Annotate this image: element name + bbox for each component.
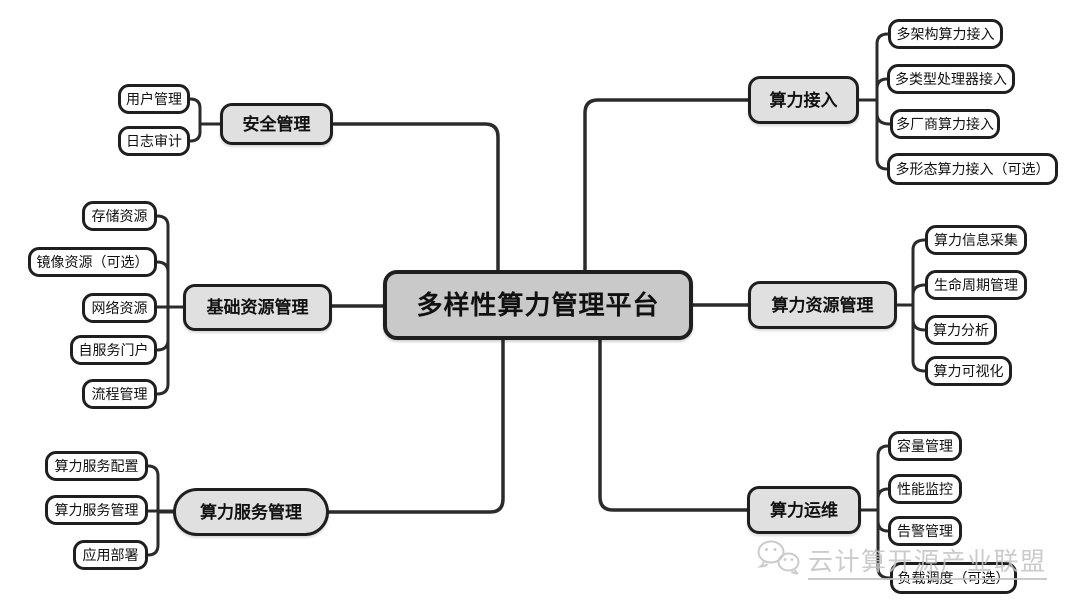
branch-node-security-management: 安全管理 [220, 103, 333, 145]
watermark-text: 云计算开源产业联盟 [808, 547, 1047, 580]
leaf-node-computing-service-config: 算力服务配置 [45, 451, 148, 481]
bracket-basic-resource [155, 214, 185, 396]
leaf-node-process-management: 流程管理 [82, 379, 157, 409]
leaf-node-image-resource-optional: 镜像资源（可选） [28, 247, 157, 277]
leaf-node-alert-management: 告警管理 [888, 516, 962, 546]
main-branch-lines [327, 98, 751, 514]
branch-node-computing-resource-management: 算力资源管理 [748, 281, 897, 329]
leaf-node-multi-arch-access: 多架构算力接入 [888, 19, 1003, 49]
bracket-computing-service [146, 464, 175, 557]
branch-node-computing-ops: 算力运维 [747, 486, 861, 534]
watermark: 云计算开源产业联盟 [756, 538, 1047, 580]
leaf-node-self-service-portal: 自服务门户 [70, 335, 157, 365]
bracket-security [188, 97, 222, 143]
leaf-node-app-deployment: 应用部署 [73, 540, 148, 570]
leaf-node-multi-form-access-optional: 多形态算力接入（可选） [887, 153, 1058, 185]
leaf-node-user-management: 用户管理 [118, 84, 190, 114]
branch-node-computing-service-management: 算力服务管理 [173, 488, 329, 536]
leaf-node-computing-service-management: 算力服务管理 [45, 495, 148, 525]
leaf-node-computing-visualization: 算力可视化 [925, 356, 1012, 386]
bracket-computing-ops [859, 444, 892, 580]
wechat-icon [756, 540, 800, 575]
leaf-node-network-resource: 网络资源 [82, 293, 157, 323]
central-topic: 多样性算力管理平台 [383, 270, 693, 340]
bracket-computing-access [857, 32, 892, 171]
leaf-node-capacity-management: 容量管理 [888, 431, 962, 461]
leaf-node-computing-info-collection: 算力信息采集 [925, 225, 1027, 255]
leaf-node-multi-vendor-access: 多厂商算力接入 [890, 109, 1000, 139]
leaf-node-multi-processor-access: 多类型处理器接入 [887, 64, 1015, 94]
bracket-computing-resource [895, 238, 927, 373]
branch-node-computing-access: 算力接入 [748, 76, 859, 124]
branch-node-basic-resource-management: 基础资源管理 [183, 284, 332, 331]
leaf-node-lifecycle-management: 生命周期管理 [925, 270, 1027, 300]
leaf-node-computing-analysis: 算力分析 [925, 315, 997, 345]
leaf-node-performance-monitoring: 性能监控 [888, 474, 962, 504]
leaf-node-storage-resource: 存储资源 [82, 201, 157, 231]
leaf-node-log-audit: 日志审计 [118, 126, 190, 156]
